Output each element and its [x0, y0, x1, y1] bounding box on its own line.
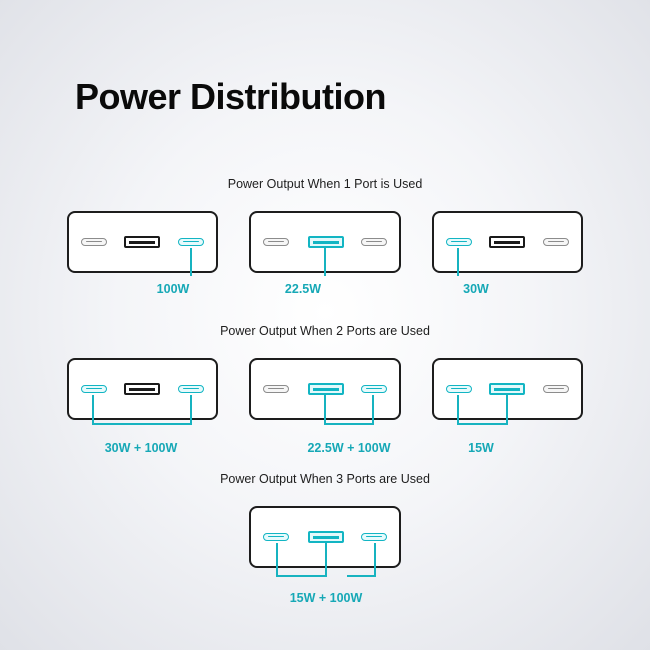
power-bank-1port-c [432, 211, 583, 273]
connector-bracket [92, 423, 192, 425]
connector-line [324, 395, 326, 425]
connector-line [506, 395, 508, 425]
section-heading-2-ports: Power Output When 2 Ports are Used [220, 324, 430, 338]
usb-c-port-left [263, 385, 289, 393]
usb-a-port-active [308, 236, 344, 248]
usb-c-port-right-active [178, 238, 204, 246]
usb-a-port-active [308, 383, 344, 395]
connector-line [190, 248, 192, 276]
usb-c-port-left-active [446, 385, 472, 393]
connector-line [276, 543, 278, 577]
usb-c-port-right-active [178, 385, 204, 393]
usb-c-port-left-active [446, 238, 472, 246]
connector-bracket [276, 575, 327, 577]
watt-label: 22.5W [284, 282, 322, 296]
connector-line [374, 543, 376, 577]
usb-c-port-left [263, 238, 289, 246]
usb-a-port [124, 236, 160, 248]
watt-label: 15W + 100W [289, 591, 363, 605]
power-bank-2ports-a [67, 358, 218, 420]
connector-bracket [457, 423, 508, 425]
usb-a-port-active [308, 531, 344, 543]
connector-line [190, 395, 192, 425]
connector-bracket [324, 423, 374, 425]
watt-label: 100W [156, 282, 190, 296]
connector-line [324, 248, 326, 276]
connector-line [372, 395, 374, 425]
usb-c-port-left [81, 238, 107, 246]
usb-c-port-right [543, 238, 569, 246]
watt-label: 22.5W + 100W [307, 441, 391, 455]
page-title: Power Distribution [75, 76, 387, 117]
connector-bracket [347, 575, 376, 577]
usb-c-port-left-active [263, 533, 289, 541]
section-heading-3-ports: Power Output When 3 Ports are Used [220, 472, 430, 486]
usb-c-port-right [543, 385, 569, 393]
usb-a-port-active [489, 383, 525, 395]
usb-c-port-right [361, 238, 387, 246]
usb-a-port [489, 236, 525, 248]
watt-label: 30W [463, 282, 489, 296]
connector-line [457, 395, 459, 425]
connector-line [92, 395, 94, 425]
connector-line [325, 543, 327, 577]
power-bank-1port-a [67, 211, 218, 273]
section-heading-1-port: Power Output When 1 Port is Used [227, 177, 423, 191]
watt-label: 30W + 100W [104, 441, 178, 455]
usb-a-port [124, 383, 160, 395]
usb-c-port-right-active [361, 385, 387, 393]
connector-line [457, 248, 459, 276]
watt-label: 15W [468, 441, 494, 455]
usb-c-port-right-active [361, 533, 387, 541]
usb-c-port-left-active [81, 385, 107, 393]
